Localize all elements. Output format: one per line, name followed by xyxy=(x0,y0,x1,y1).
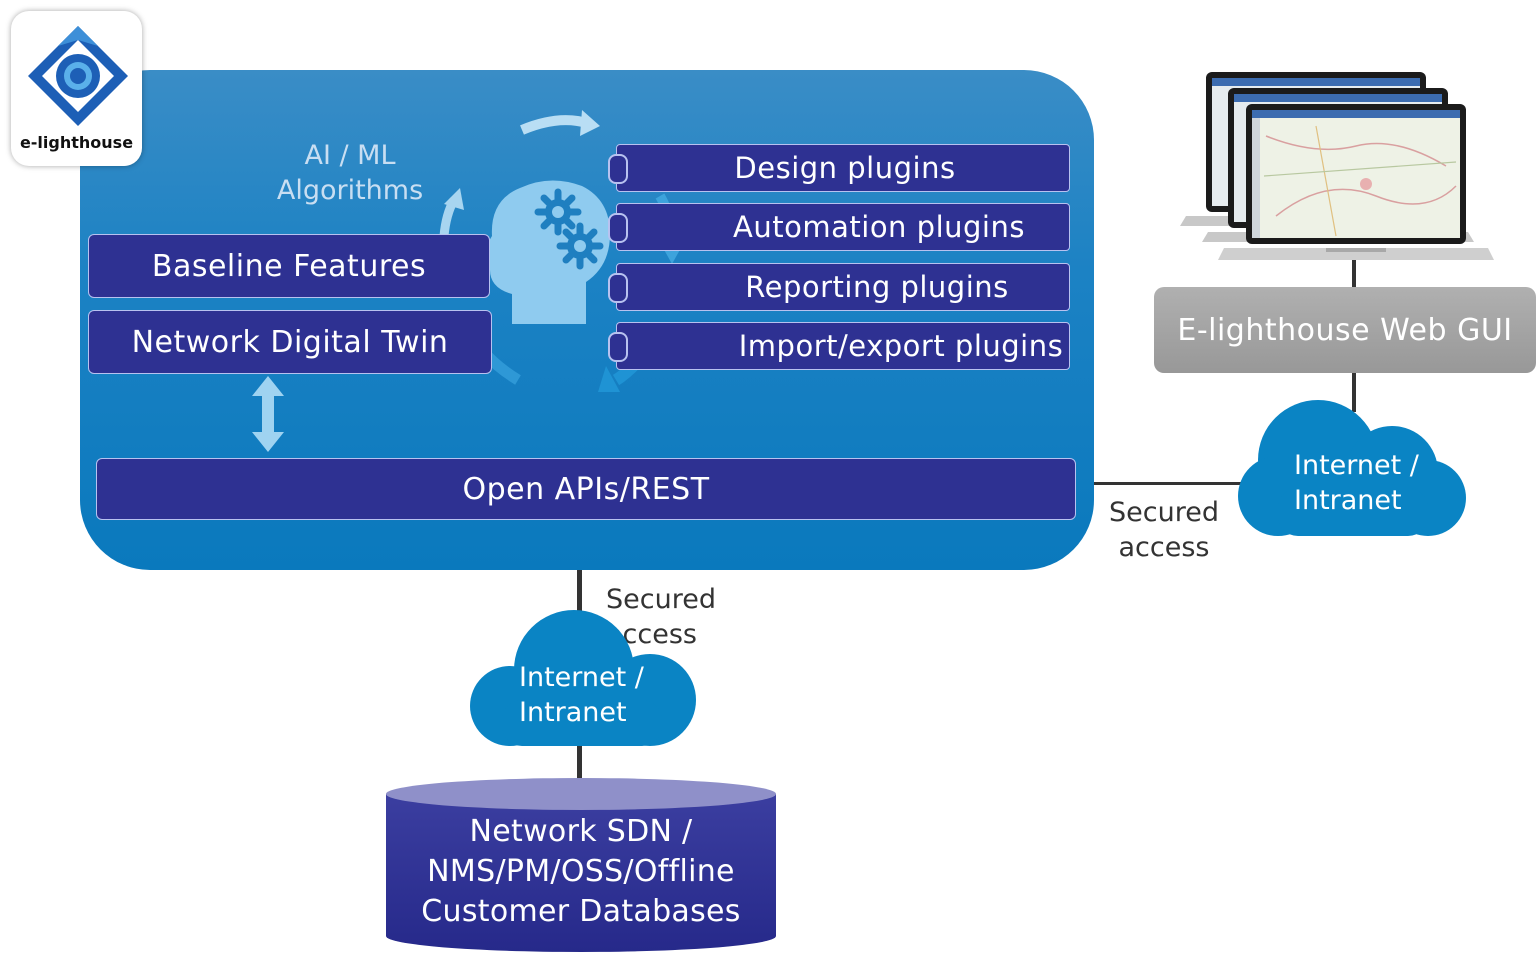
automation-plugins-label: Automation plugins xyxy=(733,210,1025,244)
design-plugins-connector xyxy=(608,154,628,184)
link-platform-to-right-cloud xyxy=(1094,482,1244,485)
bottom-cloud-line-1: Internet / xyxy=(519,662,644,693)
laptops-screenshot-icon xyxy=(1180,72,1494,260)
right-cloud-icon xyxy=(1238,400,1466,536)
automation-plugins-connector xyxy=(608,213,628,243)
import-export-plugins-box: Import/export plugins xyxy=(616,322,1070,370)
bottom-cloud-label: Internet / Intranet xyxy=(519,660,644,730)
reporting-plugins-box: Reporting plugins xyxy=(616,263,1070,311)
link-platform-to-bottom-cloud xyxy=(577,570,582,620)
automation-plugins-box: Automation plugins xyxy=(616,203,1070,251)
bottom-cloud-icon xyxy=(470,610,696,746)
ai-ml-line-2: Algorithms xyxy=(276,175,424,206)
network-digital-twin-box: Network Digital Twin xyxy=(88,310,492,374)
web-gui-box: E-lighthouse Web GUI xyxy=(1154,287,1536,373)
reporting-plugins-connector xyxy=(608,273,628,303)
secured-access-right-line-1: Secured xyxy=(1109,497,1219,528)
right-cloud-label: Internet / Intranet xyxy=(1294,448,1419,518)
import-export-plugins-label: Import/export plugins xyxy=(738,329,1064,363)
secured-access-right-label: Secured access xyxy=(1104,495,1224,565)
laptop-front xyxy=(1218,104,1494,260)
bidirectional-arrow-icon xyxy=(252,376,284,452)
design-plugins-box: Design plugins xyxy=(616,144,1070,192)
link-cloud-to-web-gui xyxy=(1352,372,1356,412)
right-cloud-line-1: Internet / xyxy=(1294,450,1419,481)
reporting-plugins-label: Reporting plugins xyxy=(745,270,1009,304)
bottom-cloud-line-2: Intranet xyxy=(519,697,627,728)
e-lighthouse-logo-icon xyxy=(28,26,128,126)
database-line-3: Customer Databases xyxy=(421,894,741,929)
design-plugins-label: Design plugins xyxy=(734,151,956,185)
open-apis-bar: Open APIs/REST xyxy=(96,458,1076,520)
secured-access-right-line-2: access xyxy=(1118,532,1210,563)
logo-wordmark: e-lighthouse xyxy=(19,133,134,152)
baseline-features-box: Baseline Features xyxy=(88,234,490,298)
database-label: Network SDN / NMS/PM/OSS/Offline Custome… xyxy=(384,812,778,932)
database-line-1: Network SDN / xyxy=(469,814,693,849)
brain-head-icon xyxy=(477,180,610,324)
link-bottom-cloud-to-database xyxy=(577,740,582,782)
right-cloud-line-2: Intranet xyxy=(1294,485,1402,516)
ai-ml-label: AI / ML Algorithms xyxy=(260,138,440,208)
database-line-2: NMS/PM/OSS/Offline xyxy=(427,854,735,889)
link-web-gui-to-laptops xyxy=(1352,258,1356,288)
database-cylinder-icon xyxy=(386,778,776,952)
import-export-plugins-connector xyxy=(608,332,628,362)
ai-ml-line-1: AI / ML xyxy=(304,140,396,171)
